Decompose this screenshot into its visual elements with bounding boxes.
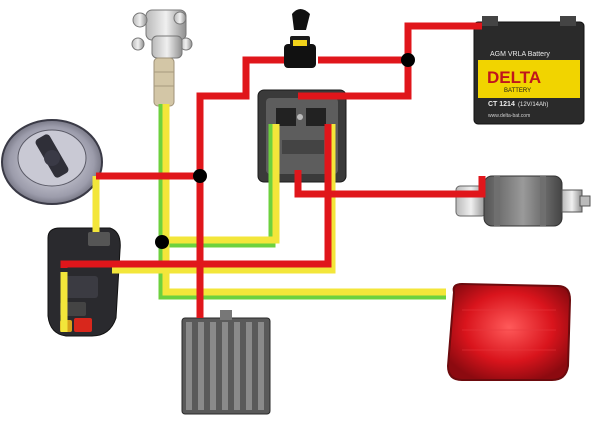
wire-yellow-switch-to-relay-b bbox=[112, 124, 336, 274]
battery-website: www.delta-bat.com bbox=[488, 113, 530, 119]
heatsink-icon bbox=[181, 310, 271, 415]
wire-junctions bbox=[155, 53, 415, 249]
stator-connector bbox=[131, 9, 193, 107]
tail-lamp bbox=[446, 282, 572, 381]
switch-block-icon bbox=[47, 227, 121, 337]
wire-red-relay-to-starter bbox=[294, 170, 486, 198]
motor-icon bbox=[455, 175, 591, 227]
relay-icon bbox=[257, 89, 347, 183]
battery: AGM VRLA Battery DELTA BATTERY CT 1214 (… bbox=[473, 16, 585, 125]
junction-key bbox=[193, 169, 207, 183]
connector-icon bbox=[131, 9, 193, 107]
rectifier-regulator bbox=[181, 310, 271, 415]
ignition-key-switch bbox=[1, 119, 103, 205]
fuse-icon bbox=[284, 9, 316, 68]
wire-red-battery-to-fuse bbox=[318, 22, 482, 64]
starter-motor bbox=[455, 175, 591, 227]
wire-green-junction-to-relay bbox=[162, 124, 276, 248]
junction-green bbox=[155, 235, 169, 249]
battery-model: CT 1214 bbox=[488, 101, 515, 108]
battery-brand-sub: BATTERY bbox=[504, 88, 531, 94]
handlebar-switch bbox=[47, 227, 121, 337]
wire-yellow-stator-inner bbox=[162, 104, 446, 296]
wire-red-switch-to-relay bbox=[60, 124, 332, 268]
starter-relay bbox=[257, 89, 347, 183]
wire-green-stator-to-lamp bbox=[158, 104, 446, 300]
battery-brand: DELTA bbox=[487, 68, 541, 87]
battery-top-label: AGM VRLA Battery bbox=[490, 51, 550, 58]
wire-red-battery-to-relay bbox=[298, 60, 412, 100]
key-switch-icon bbox=[1, 119, 103, 205]
battery-model-spec: (12V/14Ah) bbox=[518, 102, 548, 108]
lamp-icon bbox=[446, 282, 572, 381]
battery-icon: AGM VRLA Battery DELTA BATTERY CT 1214 (… bbox=[473, 16, 585, 125]
inline-fuse bbox=[284, 9, 316, 68]
junction-battery bbox=[401, 53, 415, 67]
